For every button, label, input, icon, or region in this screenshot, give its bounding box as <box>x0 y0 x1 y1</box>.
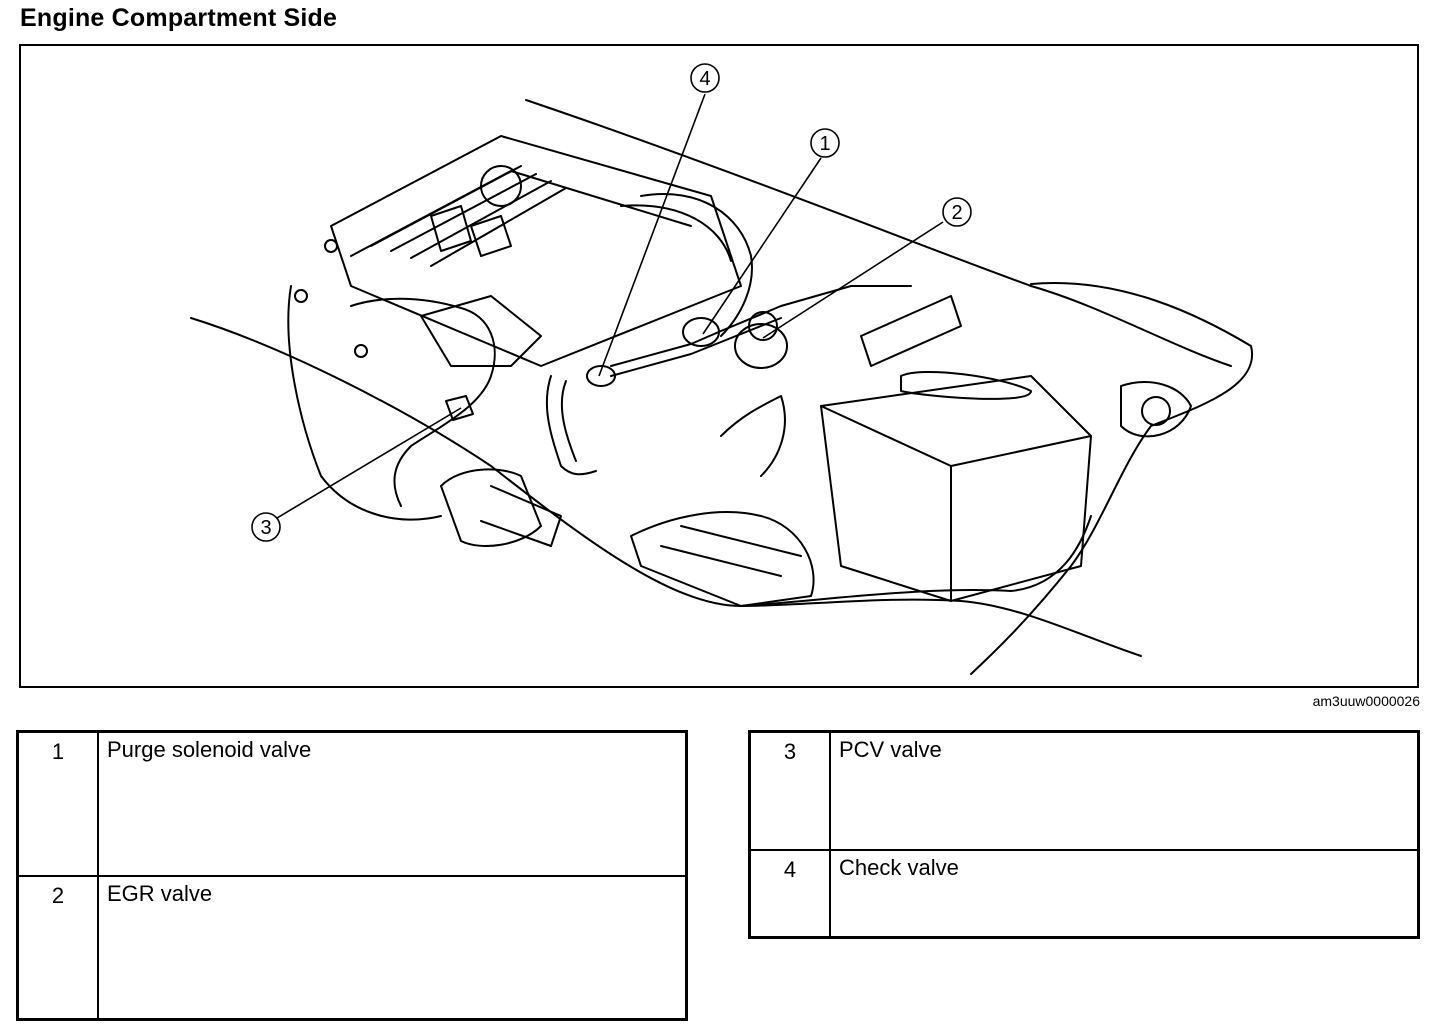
air-cleaner-lid <box>820 405 1092 602</box>
vacuum-hose-2 <box>560 380 577 462</box>
lower-body-line <box>740 598 1142 657</box>
corrugated-hose <box>720 395 786 477</box>
leader-line-3 <box>276 407 462 519</box>
body-outline-right <box>970 282 1254 675</box>
legend-label: PCV valve <box>829 730 1420 851</box>
starter-motor <box>440 468 542 547</box>
legend-table-right: 3 PCV valve 4 Check valve <box>748 730 1420 939</box>
cylinder-head-cover <box>330 135 742 367</box>
bolt-3 <box>324 239 338 253</box>
engine-compartment-diagram: 4 1 2 3 <box>19 44 1419 688</box>
figure-id: am3uuw0000026 <box>1312 693 1420 709</box>
legend-row: 3 PCV valve <box>748 730 1420 851</box>
callout-circle-4 <box>690 63 720 93</box>
callout-circle-1 <box>810 128 840 158</box>
air-cleaner-box <box>820 375 1092 602</box>
throttle-body <box>420 295 542 367</box>
egr-valve-body <box>734 323 788 369</box>
purge-solenoid-body <box>682 317 720 347</box>
starter-cylinder <box>480 485 562 547</box>
callout-label-2: 2 <box>951 202 962 224</box>
air-intake-pipe <box>640 193 753 337</box>
legend-number: 2 <box>16 874 99 1021</box>
legend-row: 4 Check valve <box>748 848 1420 939</box>
strut-top <box>1141 396 1171 426</box>
engine-line-drawing <box>190 99 1254 675</box>
legend-table-left: 1 Purge solenoid valve 2 EGR valve <box>16 730 688 1021</box>
legend-number: 4 <box>748 848 831 939</box>
callout-layer: 4 1 2 3 <box>251 63 972 542</box>
callout-circle-2 <box>942 197 972 227</box>
purge-line-2 <box>610 317 782 377</box>
battery-bracket <box>860 295 962 367</box>
bolt-2 <box>354 344 368 358</box>
page-title: Engine Compartment Side <box>20 4 338 32</box>
body-outline-top <box>525 99 1232 367</box>
fender-line <box>190 317 1092 607</box>
leader-line-2 <box>762 221 944 339</box>
intake-duct-lines <box>660 525 802 577</box>
coil-block-2 <box>470 215 512 257</box>
air-intake-pipe-inner <box>620 204 732 262</box>
legend-label: Purge solenoid valve <box>97 730 688 877</box>
intake-duct <box>630 511 815 607</box>
engine-block-front <box>287 285 442 521</box>
callout-label-3: 3 <box>260 517 271 539</box>
vacuum-hose-1 <box>545 375 597 476</box>
leader-line-4 <box>598 93 706 377</box>
bolt-1 <box>294 289 308 303</box>
coil-block-1 <box>430 205 472 252</box>
oil-filler-cap <box>480 165 522 207</box>
legend-label: EGR valve <box>97 874 688 1021</box>
callout-circle-3 <box>251 512 281 542</box>
air-cleaner-slot <box>900 371 1032 400</box>
legend-number: 3 <box>748 730 831 851</box>
intake-manifold <box>350 297 496 507</box>
legend-number: 1 <box>16 730 99 877</box>
leader-line-1 <box>702 157 822 335</box>
callout-label-1: 1 <box>819 133 830 155</box>
legend-label: Check valve <box>829 848 1420 939</box>
egr-valve-cap <box>748 311 778 341</box>
legend-row: 2 EGR valve <box>16 874 688 1021</box>
callout-label-4: 4 <box>699 68 710 90</box>
check-valve-body <box>586 365 616 387</box>
strut-tower <box>1120 381 1192 438</box>
legend-row: 1 Purge solenoid valve <box>16 730 688 877</box>
